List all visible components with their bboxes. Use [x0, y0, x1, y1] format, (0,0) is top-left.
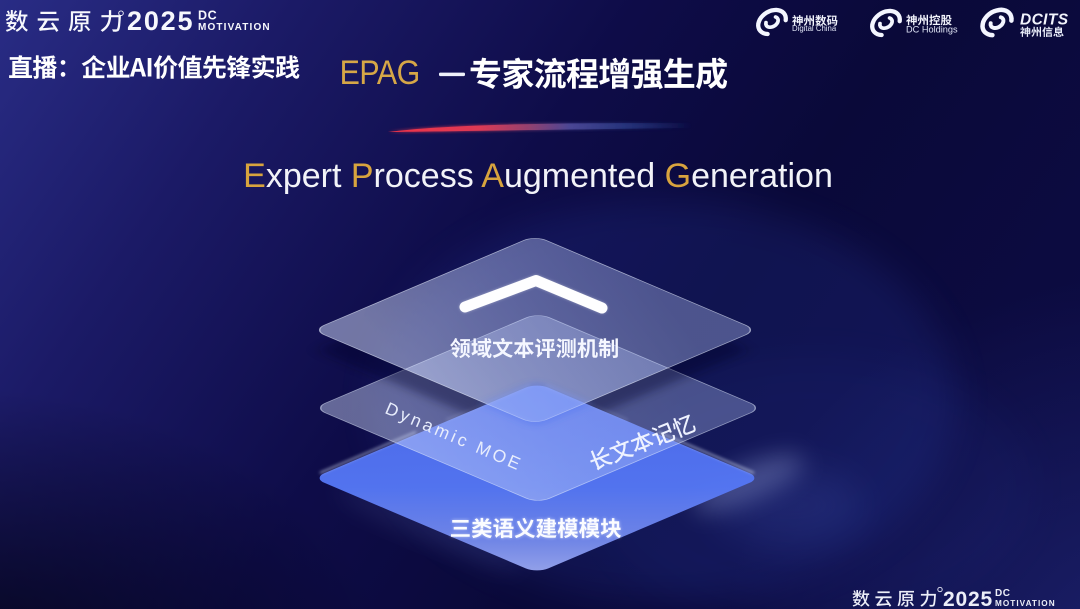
- svg-text:DC Holdings: DC Holdings: [906, 25, 958, 35]
- svg-text:DCITS: DCITS: [1020, 12, 1069, 29]
- svg-text:MOTIVATION: MOTIVATION: [198, 22, 271, 33]
- svg-text:2025: 2025: [127, 6, 194, 36]
- svg-text:Digital China: Digital China: [792, 24, 837, 33]
- svg-text:Expert Process Augmented Gener: Expert Process Augmented Generation: [243, 157, 833, 195]
- svg-text:DC: DC: [995, 588, 1010, 599]
- svg-text:2025: 2025: [943, 588, 993, 609]
- svg-text:EPAG: EPAG: [340, 53, 420, 91]
- svg-text:DC: DC: [198, 9, 217, 23]
- svg-text:MOTIVATION: MOTIVATION: [995, 599, 1056, 608]
